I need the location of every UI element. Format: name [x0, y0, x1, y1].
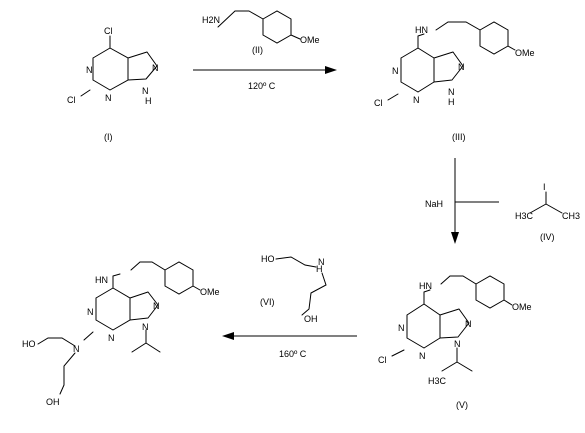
methoxy-label: OMe	[515, 48, 535, 58]
methyl-label: CH3	[562, 211, 580, 221]
methoxy-label: OMe	[200, 287, 220, 297]
compound-IV-structure: I H3C CH3 (IV)	[515, 182, 580, 242]
nitrogen-label: N	[458, 62, 465, 72]
condition-temperature: 120º C	[248, 81, 276, 91]
chlorine-label: Cl	[104, 26, 113, 36]
condition-base: NaH	[425, 199, 443, 209]
chlorine-label: Cl	[378, 355, 387, 365]
compound-label-IV: (IV)	[540, 232, 555, 242]
compound-VI-structure: HO H N OH (VI)	[260, 254, 327, 324]
compound-label-V: (V)	[456, 400, 468, 410]
nitrogen-label: N	[153, 301, 160, 311]
hydrogen-label: H	[448, 97, 455, 107]
compound-II-structure: H2N OMe (II)	[202, 10, 320, 55]
nitrogen-label: N	[465, 319, 472, 329]
nitrogen-label: N	[105, 93, 112, 103]
chlorine-label: Cl	[67, 95, 76, 105]
hydroxyl-label: OH	[304, 314, 318, 324]
nitrogen-label: N	[318, 257, 325, 267]
compound-III-structure: HN OMe N N N N H Cl (III)	[374, 21, 535, 142]
amine-label: HN	[95, 275, 108, 285]
compound-label-I: (I)	[104, 132, 113, 142]
nitrogen-label: N	[87, 307, 94, 317]
nitrogen-label: N	[392, 66, 399, 76]
compound-label-II: (II)	[252, 45, 263, 55]
nitrogen-label: N	[152, 63, 159, 73]
nitrogen-label: N	[398, 323, 405, 333]
iodine-label: I	[543, 182, 546, 192]
product-structure: HN OMe N N N N N HO OH	[22, 261, 220, 407]
nitrogen-label: N	[413, 95, 420, 105]
amine-label: H2N	[202, 15, 220, 25]
nitrogen-label: N	[454, 339, 461, 349]
compound-I-structure: Cl N N N N H Cl (I)	[67, 26, 159, 142]
hydroxyl-label: HO	[22, 339, 36, 349]
methyl-label: H3C	[515, 211, 534, 221]
compound-label-VI: (VI)	[260, 297, 275, 307]
amine-label: H	[316, 264, 323, 274]
nitrogen-label: N	[142, 322, 149, 332]
methoxy-label: OMe	[300, 35, 320, 45]
nitrogen-label: N	[448, 87, 455, 97]
methyl-label: H3C	[428, 376, 447, 386]
reaction-arrow-2: NaH	[425, 158, 499, 244]
reaction-arrow-1: 120º C	[193, 66, 337, 91]
compound-label-III: (III)	[452, 132, 466, 142]
nitrogen-label: N	[419, 351, 426, 361]
compound-V-structure: HN OMe N N N N Cl H3C (V)	[378, 275, 532, 410]
hydroxyl-label: OH	[46, 397, 60, 407]
condition-temperature: 160º C	[279, 349, 307, 359]
methoxy-label: OMe	[512, 302, 532, 312]
chlorine-label: Cl	[374, 98, 383, 108]
nitrogen-label: N	[108, 333, 115, 343]
nitrogen-label: N	[73, 344, 80, 354]
nitrogen-label: N	[142, 86, 149, 96]
nitrogen-label: N	[86, 65, 93, 75]
hydrogen-label: H	[145, 96, 152, 106]
amine-label: HN	[415, 25, 428, 35]
reaction-arrow-3: 160º C	[222, 332, 357, 359]
amine-label: HN	[419, 281, 432, 291]
hydroxyl-label: HO	[261, 254, 275, 264]
